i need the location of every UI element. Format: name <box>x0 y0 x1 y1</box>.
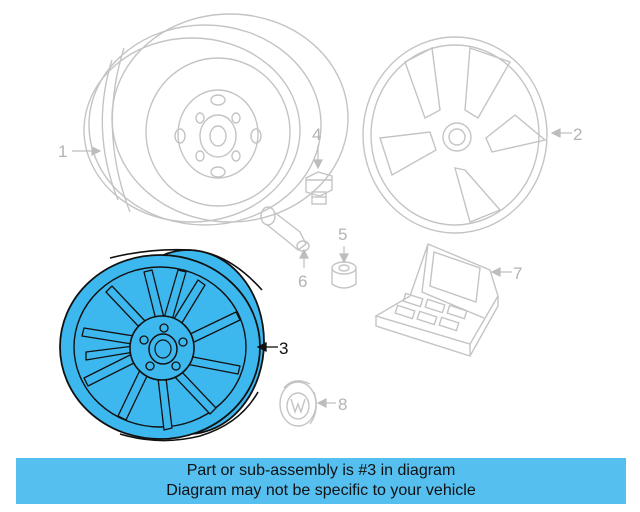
callout-5: 5 <box>338 225 347 244</box>
callout-3: 3 <box>279 339 288 358</box>
part-1-steel-wheel[interactable] <box>83 13 349 226</box>
callout-4: 4 <box>312 125 321 144</box>
callout-8: 8 <box>338 395 347 414</box>
callout-6-leader <box>299 248 309 268</box>
callout-2: 2 <box>573 125 582 144</box>
callout-1-leader <box>72 146 102 156</box>
banner-line-2: Diagram may not be specific to your vehi… <box>166 482 476 499</box>
callout-3-leader <box>256 341 278 353</box>
part-6-valve-stem[interactable] <box>260 206 310 252</box>
part-2-wheel-cover[interactable] <box>362 36 548 234</box>
callout-1: 1 <box>58 142 67 161</box>
callout-4-leader <box>313 145 323 170</box>
callout-2-leader <box>550 128 572 138</box>
part-7-tool-case[interactable] <box>374 243 499 357</box>
callout-7-leader <box>490 267 512 277</box>
part-4-lug-bolt[interactable] <box>305 171 333 205</box>
part-8-center-cap[interactable] <box>279 380 317 427</box>
callout-5-leader <box>339 246 349 264</box>
callout-8-leader <box>316 398 336 408</box>
callout-7: 7 <box>513 264 522 283</box>
info-banner: Part or sub-assembly is #3 in diagram Di… <box>16 458 626 504</box>
banner-line-1: Part or sub-assembly is #3 in diagram <box>186 462 456 479</box>
part-3-alloy-wheel[interactable] <box>59 248 265 442</box>
parts-diagram: 1 2 4 6 <box>58 13 582 442</box>
callout-6: 6 <box>298 272 307 291</box>
part-5-lock-nut[interactable] <box>331 261 357 289</box>
